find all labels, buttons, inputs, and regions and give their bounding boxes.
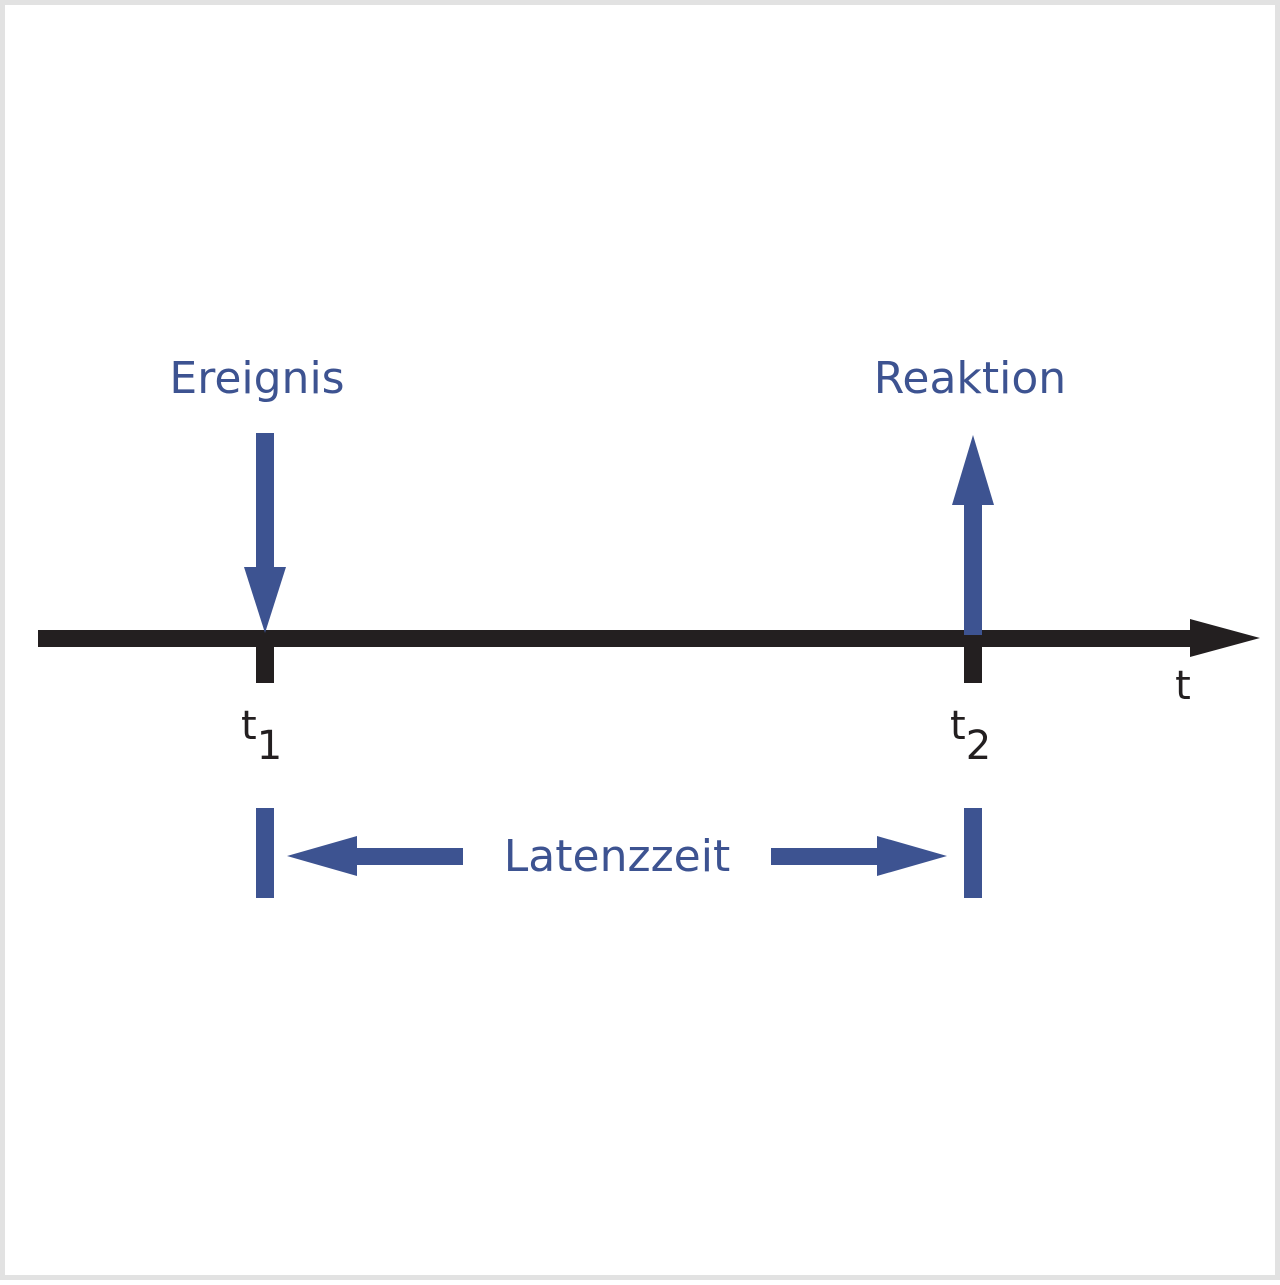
latency-diagram: t t1 t2 Ereignis Reaktion (38, 353, 1260, 898)
tick-label-t1-sub: 1 (257, 723, 282, 769)
latency-left-arrow-shaft (345, 848, 463, 865)
reaction-arrow-shaft (964, 500, 982, 635)
tick-label-t2-base: t (950, 703, 966, 749)
reaction-arrow-head (952, 435, 994, 505)
event-label: Ereignis (169, 353, 344, 404)
tick-t2 (964, 638, 982, 683)
axis-label: t (1175, 663, 1191, 709)
time-axis-arrowhead (1190, 619, 1260, 657)
tick-label-t1-base: t (241, 703, 257, 749)
reaction-arrow (952, 435, 994, 635)
tick-label-t2-sub: 2 (966, 723, 991, 769)
tick-t1 (256, 638, 274, 683)
latency-right-arrow-head (877, 836, 947, 876)
latency-right-arrow-shaft (771, 848, 889, 865)
event-arrow-shaft (256, 433, 274, 575)
reaction-label: Reaktion (874, 353, 1066, 404)
latency-right-arrow (771, 836, 947, 876)
latency-left-arrow-head (287, 836, 357, 876)
latency-bracket (256, 808, 982, 898)
event-arrow (244, 433, 286, 633)
tick-label-t2: t2 (950, 703, 991, 769)
latency-left-arrow (287, 836, 463, 876)
time-axis (38, 619, 1260, 657)
latency-label: Latenzzeit (504, 831, 730, 882)
time-axis-line (38, 630, 1198, 647)
latency-left-bar (256, 808, 274, 898)
latency-right-bar (964, 808, 982, 898)
event-arrow-head (244, 567, 286, 633)
tick-label-t1: t1 (241, 703, 282, 769)
